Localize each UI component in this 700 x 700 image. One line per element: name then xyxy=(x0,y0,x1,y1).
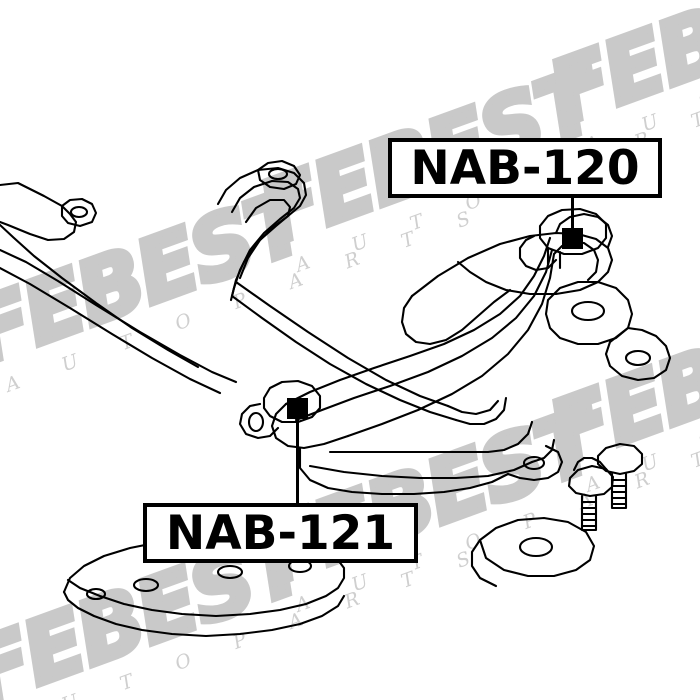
callout-box-nab-121[interactable]: NAB-121 xyxy=(143,503,418,563)
ball-joint-assembly xyxy=(567,442,644,532)
subframe-right-boss xyxy=(470,516,596,588)
bushing-nab-121 xyxy=(238,379,322,440)
callout-box-nab-120[interactable]: NAB-120 xyxy=(388,138,662,198)
callout-leader-nab-121 xyxy=(296,418,299,503)
knuckle-bracket xyxy=(544,280,672,382)
callout-label-nab-120: NAB-120 xyxy=(410,140,640,196)
callout-leader-nab-120 xyxy=(571,198,574,240)
bushing-nab-120 xyxy=(518,207,608,272)
subframe-mid-web xyxy=(230,280,508,426)
subframe-upper-rail xyxy=(0,181,238,395)
callout-label-nab-121: NAB-121 xyxy=(165,505,396,561)
control-arm-rear-leg xyxy=(298,420,564,496)
callout-marker-nab-121 xyxy=(287,398,308,419)
subframe-arched-bracket xyxy=(216,159,308,302)
